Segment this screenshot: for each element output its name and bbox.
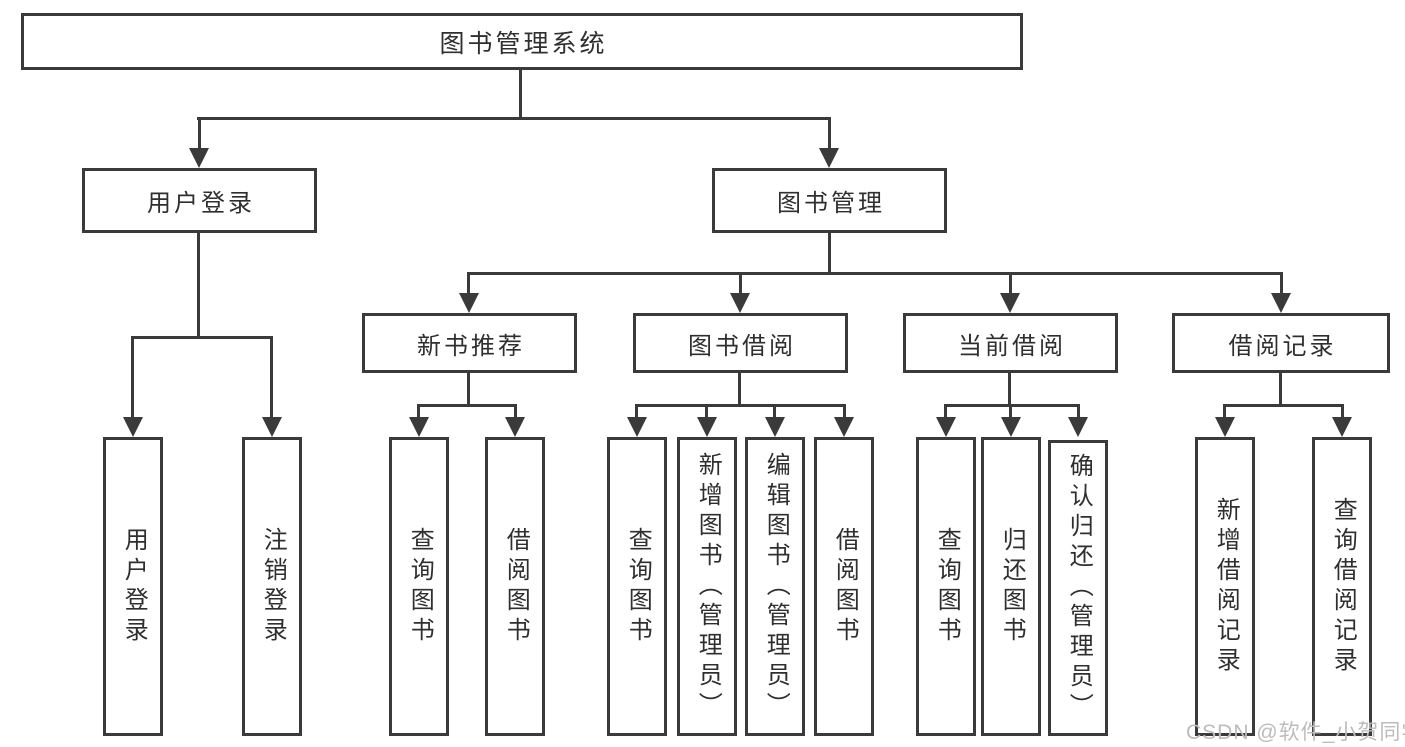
arrow-down-icon <box>262 417 282 437</box>
arrow-down-icon <box>730 293 750 313</box>
connector-stem <box>828 117 831 151</box>
arrow-down-icon <box>1332 417 1352 437</box>
arrow-down-icon <box>1068 417 1088 437</box>
connector-stem <box>467 272 470 297</box>
connector-current-borrow-stub <box>1008 373 1011 406</box>
arrow-down-icon <box>409 417 429 437</box>
connector-user-login-stub <box>197 233 200 339</box>
connector-recommend-rail <box>417 404 517 407</box>
leaf-borrow-add-book-admin-label: 新增图书（管理员） <box>694 451 722 722</box>
connector-root-stub <box>519 70 522 120</box>
connector-stem <box>131 336 134 419</box>
leaf-record-query-record-label: 查询借阅记录 <box>1329 496 1357 677</box>
leaf-current-return-book-label: 归还图书 <box>998 526 1026 647</box>
leaf-record-add-record-label: 新增借阅记录 <box>1212 496 1240 677</box>
connector-recommend-stub <box>467 373 470 406</box>
leaf-user-login-label: 用户登录 <box>120 526 148 647</box>
leaf-recommend-borrow-book-box: 借阅图书 <box>485 437 545 736</box>
module-book-borrow-label: 图书借阅 <box>688 332 796 360</box>
leaf-logout-box: 注销登录 <box>242 437 302 736</box>
leaf-logout-label: 注销登录 <box>259 526 287 647</box>
leaf-recommend-query-book-label: 查询图书 <box>406 526 434 647</box>
leaf-borrow-borrow-book-label: 借阅图书 <box>831 526 859 647</box>
leaf-current-query-book-label: 查询图书 <box>933 526 961 647</box>
leaf-recommend-borrow-book-label: 借阅图书 <box>502 526 530 647</box>
connector-stem <box>635 404 638 419</box>
leaf-borrow-edit-book-admin-box: 编辑图书（管理员） <box>745 437 805 736</box>
arrow-down-icon <box>1271 293 1291 313</box>
arrow-down-icon <box>834 417 854 437</box>
module-book-borrow-box: 图书借阅 <box>633 313 848 373</box>
leaf-borrow-query-book-box: 查询图书 <box>607 437 667 736</box>
connector-level3-rail <box>467 272 1283 275</box>
root-label: 图书管理系统 <box>439 29 608 58</box>
connector-stem <box>417 404 420 419</box>
leaf-recommend-query-book-box: 查询图书 <box>389 437 449 736</box>
csdn-watermark: CSDN @软件_小贺同学 <box>1186 721 1405 744</box>
arrow-down-icon <box>936 417 956 437</box>
leaf-borrow-borrow-book-box: 借阅图书 <box>814 437 874 736</box>
connector-borrow-record-stub <box>1279 373 1282 406</box>
connector-stem <box>705 404 708 419</box>
leaf-current-query-book-box: 查询图书 <box>916 437 976 736</box>
module-current-borrow-box: 当前借阅 <box>903 313 1118 373</box>
branch-book-management-box: 图书管理 <box>712 168 947 233</box>
arrow-down-icon <box>765 417 785 437</box>
connector-book-borrow-rail <box>635 404 846 407</box>
root-box-library-management-system: 图书管理系统 <box>21 13 1023 70</box>
connector-level2-rail <box>197 117 831 120</box>
connector-stem <box>843 404 846 419</box>
connector-stem <box>1009 272 1012 297</box>
arrow-down-icon <box>189 148 209 168</box>
arrow-down-icon <box>819 148 839 168</box>
module-borrow-record-label: 借阅记录 <box>1228 332 1337 360</box>
arrow-down-icon <box>1000 293 1020 313</box>
leaf-user-login-box: 用户登录 <box>103 437 163 736</box>
leaf-record-add-record-box: 新增借阅记录 <box>1195 437 1255 736</box>
connector-stem <box>739 272 742 297</box>
module-new-book-recommend-label: 新书推荐 <box>417 332 525 360</box>
connector-borrow-record-rail <box>1223 404 1344 407</box>
connector-stem <box>773 404 776 419</box>
arrow-down-icon <box>505 417 525 437</box>
connector-stem <box>1223 404 1226 419</box>
arrow-down-icon <box>1001 417 1021 437</box>
connector-book-management-stub <box>828 233 831 274</box>
branch-user-login-box: 用户登录 <box>82 168 317 233</box>
leaf-current-confirm-return-admin-box: 确认归还（管理员） <box>1048 440 1108 736</box>
arrow-down-icon <box>1215 417 1235 437</box>
connector-book-borrow-stub <box>738 373 741 406</box>
leaf-borrow-add-book-admin-box: 新增图书（管理员） <box>677 437 737 736</box>
module-new-book-recommend-box: 新书推荐 <box>362 313 577 373</box>
connector-stem <box>514 404 517 419</box>
connector-stem <box>270 336 273 419</box>
arrow-down-icon <box>627 417 647 437</box>
module-current-borrow-label: 当前借阅 <box>958 332 1066 360</box>
leaf-record-query-record-box: 查询借阅记录 <box>1312 437 1372 736</box>
leaf-current-confirm-return-admin-label: 确认归还（管理员） <box>1065 453 1093 723</box>
connector-stem <box>1077 404 1080 419</box>
connector-user-login-rail <box>131 336 273 339</box>
branch-book-management-label: 图书管理 <box>777 190 885 217</box>
leaf-borrow-edit-book-admin-label: 编辑图书（管理员） <box>762 451 790 722</box>
leaf-current-return-book-box: 归还图书 <box>981 437 1041 736</box>
connector-current-borrow-rail <box>944 404 1080 407</box>
branch-user-login-label: 用户登录 <box>147 190 255 217</box>
connector-stem <box>1280 272 1283 297</box>
connector-stem <box>944 404 947 419</box>
module-borrow-record-box: 借阅记录 <box>1172 313 1390 373</box>
connector-stem <box>1009 404 1012 419</box>
leaf-borrow-query-book-label: 查询图书 <box>624 526 652 647</box>
connector-stem <box>1341 404 1344 419</box>
arrow-down-icon <box>697 417 717 437</box>
arrow-down-icon <box>123 417 143 437</box>
connector-stem <box>198 117 201 151</box>
arrow-down-icon <box>459 293 479 313</box>
